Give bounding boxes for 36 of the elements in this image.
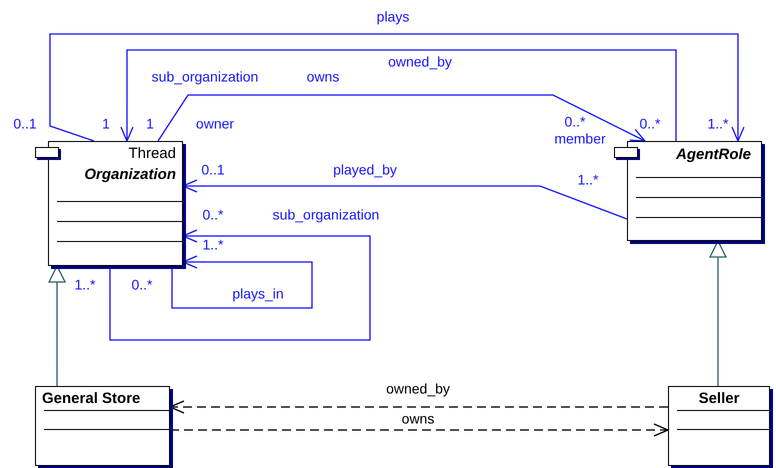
multiplicity: 0..1 (13, 116, 37, 132)
multiplicity: 1..* (708, 116, 728, 132)
role-name: sub_organization (152, 69, 258, 85)
class-box (668, 386, 770, 466)
association-arrow (171, 255, 313, 309)
class-box (48, 141, 183, 266)
edge-label: plays_in (230, 286, 286, 302)
class-name: General Store (42, 390, 140, 407)
class-name: Seller (698, 390, 740, 407)
association-arrow (109, 229, 371, 341)
class-name: Organization (84, 166, 176, 183)
multiplicity: 1..* (202, 237, 224, 253)
multiplicity: 1 (146, 116, 154, 132)
edge-label: played_by (331, 162, 399, 178)
multiplicity: 1 (102, 116, 110, 132)
class-box (627, 141, 762, 241)
multiplicity: 0..* (640, 116, 660, 132)
multiplicity: 0..* (132, 277, 152, 293)
class-name: AgentRole (676, 146, 751, 163)
association-arrow (49, 33, 745, 142)
multiplicity: 0..* (564, 114, 586, 130)
multiplicity: 0..* (202, 207, 224, 223)
class-box (35, 386, 170, 466)
edge-label: owned_by (384, 381, 452, 397)
association-arrow (170, 423, 669, 437)
stereotype-label: Thread (128, 145, 176, 162)
edge-label: sub_organization (270, 207, 382, 223)
multiplicity: 1..* (578, 172, 598, 188)
multiplicity: 1..* (74, 277, 96, 293)
multiplicity: 0..1 (201, 162, 225, 178)
association-arrow (120, 49, 677, 142)
role-name: member (554, 131, 606, 147)
association-arrow (157, 94, 646, 142)
role-name: owner (196, 116, 234, 132)
edge-label: owned_by (386, 54, 454, 70)
edge-label: plays (374, 9, 412, 25)
